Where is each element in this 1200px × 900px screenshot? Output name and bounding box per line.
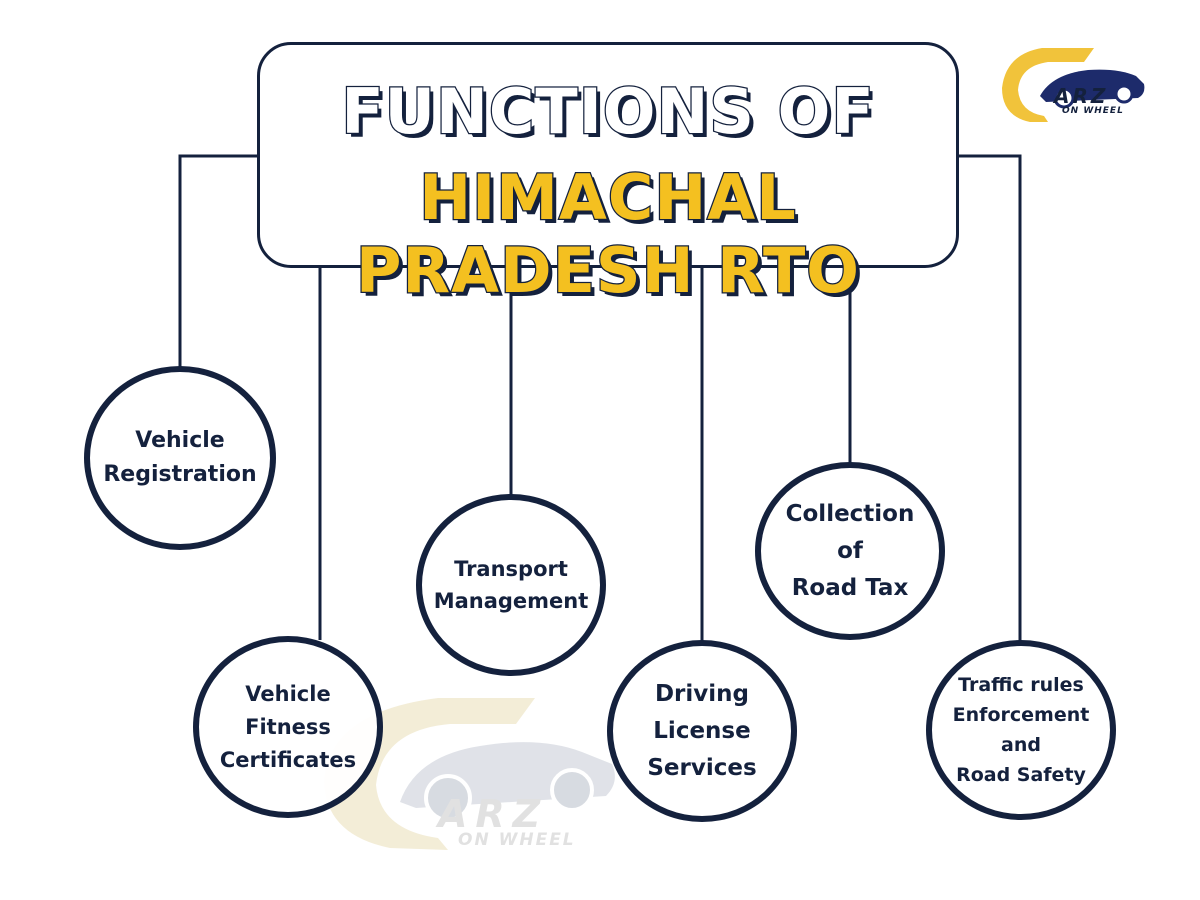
node-vehicle-fitness-certificates: Vehicle Fitness Certificates <box>193 636 383 818</box>
brand-logo: ARZ ON WHEEL <box>1000 44 1150 124</box>
node-label: Collection of Road Tax <box>785 500 915 601</box>
node-driving-license-services: Driving License Services <box>607 640 797 822</box>
node-vehicle-registration: Vehicle Registration <box>84 366 276 550</box>
node-label: Traffic rules Enforcement and Road Safet… <box>952 674 1090 786</box>
connector-vehicle-registration <box>178 154 258 370</box>
car-icon <box>1002 48 1145 122</box>
node-label: Driving License Services <box>647 680 757 781</box>
node-transport-management: Transport Management <box>416 494 606 676</box>
node-label: Transport Management <box>433 557 589 613</box>
node-collection-of-road-tax: Collection of Road Tax <box>755 462 945 640</box>
title-line-2: HIMACHAL PRADESH RTO <box>355 160 861 309</box>
connector-traffic-rules <box>958 154 1022 644</box>
title-line-1: FUNCTIONS OF <box>340 74 875 150</box>
logo-tagline: ON WHEEL <box>1062 106 1124 116</box>
node-label: Vehicle Registration <box>103 428 257 487</box>
watermark-tagline: ON WHEEL <box>458 830 576 850</box>
title-box: FUNCTIONS OF HIMACHAL PRADESH RTO <box>257 42 959 308</box>
watermark-brand: ARZ <box>438 792 549 836</box>
node-label: Vehicle Fitness Certificates <box>219 681 357 772</box>
logo-brand: ARZ <box>1054 84 1109 108</box>
node-traffic-rules-road-safety: Traffic rules Enforcement and Road Safet… <box>926 640 1116 820</box>
